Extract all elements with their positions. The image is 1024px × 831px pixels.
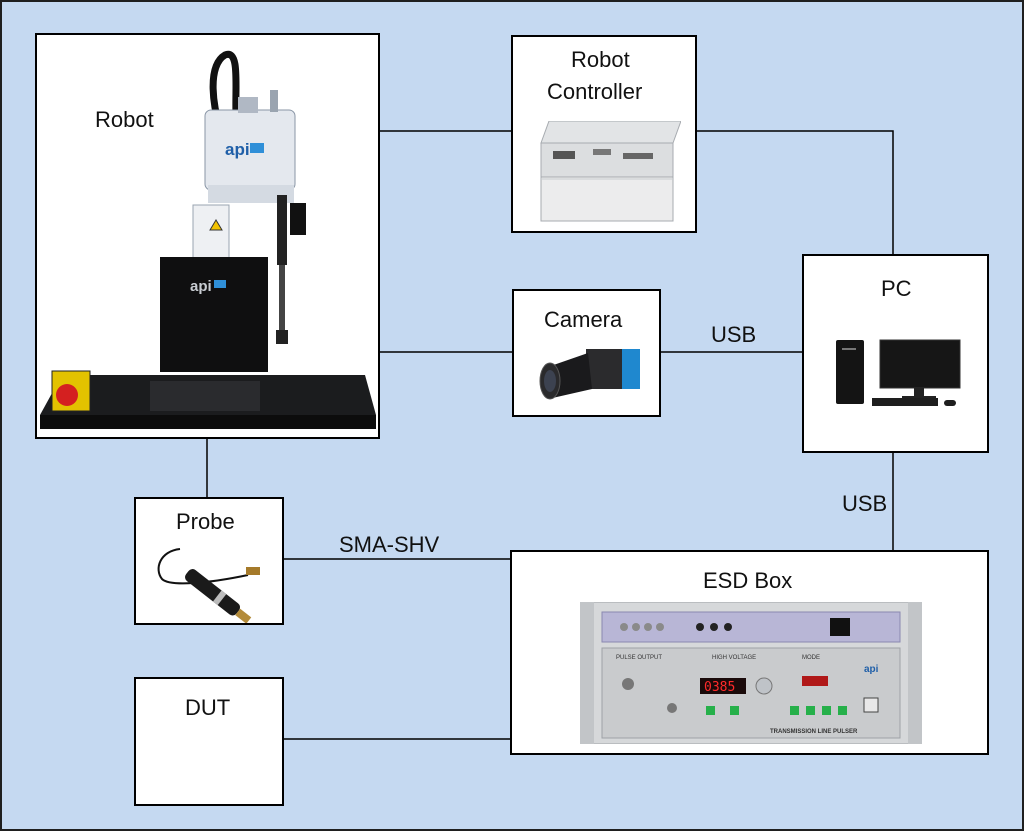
probe-image <box>157 548 260 623</box>
esd-box-node: ESD Box PULSE OUTPUT HIGH VOLTAGE MODE a… <box>510 550 989 755</box>
dut-node: DUT <box>134 677 284 806</box>
esd-logo-text: api <box>864 664 879 675</box>
pc-node: PC <box>802 254 989 453</box>
esd-box-image: PULSE OUTPUT HIGH VOLTAGE MODE api 0385 … <box>580 602 922 744</box>
dut-label: DUT <box>185 695 231 720</box>
esd-pulse-output-text: PULSE OUTPUT <box>616 655 662 661</box>
robot-node: Robot api api <box>35 33 380 439</box>
esd-high-voltage-text: HIGH VOLTAGE <box>712 655 756 661</box>
esd-display-text: 0385 <box>704 680 735 695</box>
robot-label: Robot <box>95 107 154 132</box>
robot-controller-node: Robot Controller <box>511 35 697 233</box>
pc-image <box>836 339 961 406</box>
pc-label: PC <box>881 276 912 301</box>
edge-label-pc-esd: USB <box>842 491 888 516</box>
camera-label: Camera <box>544 307 623 332</box>
link-controller-pc <box>696 130 894 254</box>
robot-head-logo: api <box>225 140 250 159</box>
robot-base-logo: api <box>190 278 212 295</box>
robot-controller-label-line2: Controller <box>547 79 643 104</box>
robot-controller-image <box>540 121 681 222</box>
camera-image <box>539 349 640 400</box>
esd-mode-text: MODE <box>802 655 820 661</box>
esd-footer-text: TRANSMISSION LINE PULSER <box>770 729 858 735</box>
robot-controller-label-line1: Robot <box>571 47 630 72</box>
esd-box-label: ESD Box <box>703 568 793 593</box>
camera-node: Camera <box>512 289 661 417</box>
probe-node: Probe <box>134 497 284 625</box>
edge-label-probe-esd: SMA-SHV <box>339 532 440 557</box>
probe-label: Probe <box>176 509 235 534</box>
robot-image: api api <box>40 50 376 429</box>
edge-label-camera-pc: USB <box>711 322 757 347</box>
